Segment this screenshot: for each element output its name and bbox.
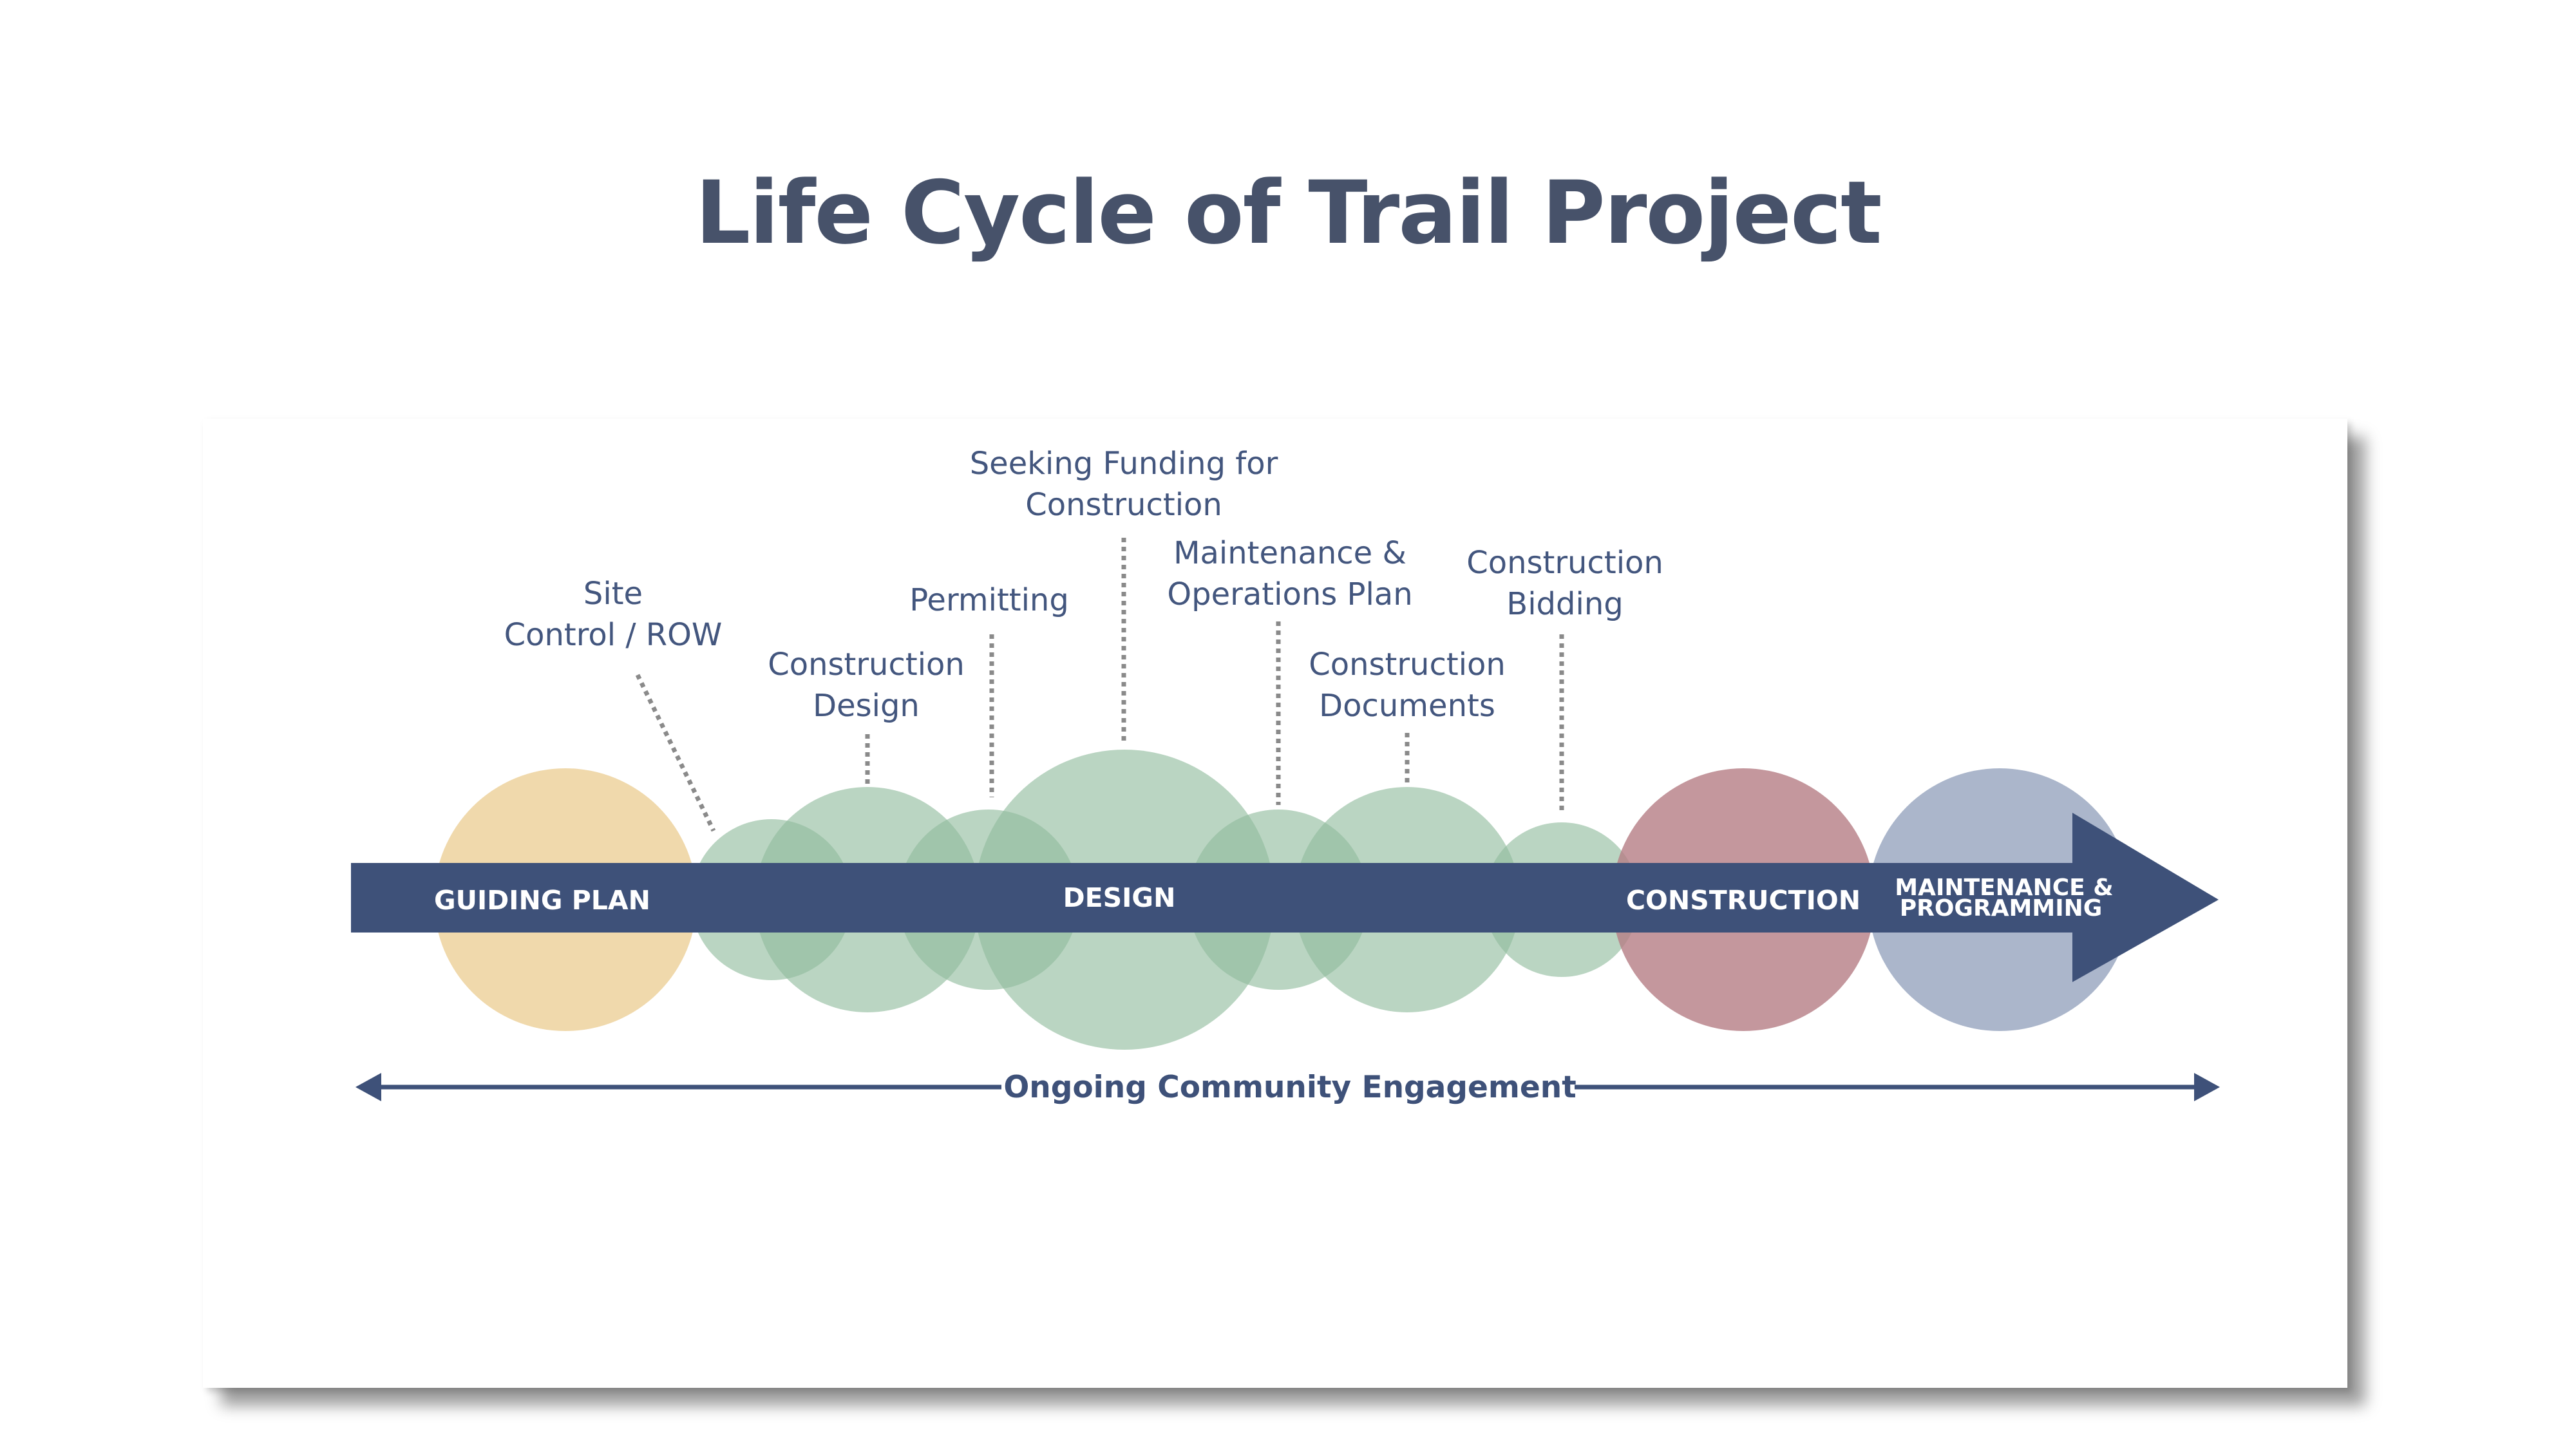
- step-label-construction-bidding: Construction Bidding: [1466, 545, 1663, 622]
- step-label-permitting: Permitting: [909, 582, 1069, 618]
- svg-text:Permitting: Permitting: [909, 582, 1069, 618]
- step-label-construction-documents: Construction Documents: [1309, 647, 1506, 724]
- svg-text:Construction: Construction: [1466, 545, 1663, 581]
- svg-text:Construction: Construction: [768, 647, 965, 683]
- svg-text:Seeking Funding for: Seeking Funding for: [970, 446, 1278, 482]
- svg-text:Maintenance &: Maintenance &: [1173, 535, 1406, 571]
- svg-text:Construction: Construction: [1309, 647, 1506, 683]
- timeline-arrow: [351, 813, 2219, 982]
- page-title: Life Cycle of Trail Project: [695, 162, 1882, 263]
- svg-text:Documents: Documents: [1319, 688, 1495, 724]
- phase-label-maintenance-line2: PROGRAMMING: [1900, 895, 2103, 922]
- svg-text:Construction: Construction: [1025, 487, 1222, 523]
- svg-text:Site: Site: [583, 576, 643, 612]
- step-label-construction-design: Construction Design: [768, 647, 965, 724]
- phase-label-design: DESIGN: [1063, 882, 1176, 913]
- step-label-seeking-funding: Seeking Funding for Construction: [970, 446, 1278, 523]
- step-label-maintenance-operations: Maintenance & Operations Plan: [1167, 535, 1412, 612]
- phase-label-guiding-plan: GUIDING PLAN: [434, 885, 650, 916]
- engagement-label: Ongoing Community Engagement: [1003, 1070, 1576, 1105]
- engagement-arrowhead-right: [2194, 1073, 2220, 1101]
- svg-text:Design: Design: [813, 688, 920, 724]
- phase-label-construction: CONSTRUCTION: [1626, 885, 1861, 916]
- engagement-arrowhead-left: [355, 1073, 381, 1101]
- step-label-site-control: Site Control / ROW: [504, 576, 723, 653]
- svg-text:Bidding: Bidding: [1506, 586, 1623, 622]
- svg-text:Control / ROW: Control / ROW: [504, 617, 723, 653]
- phase-label-maintenance-line1: MAINTENANCE &: [1895, 875, 2113, 901]
- svg-text:Operations Plan: Operations Plan: [1167, 576, 1412, 612]
- leader-site-control: [635, 674, 716, 832]
